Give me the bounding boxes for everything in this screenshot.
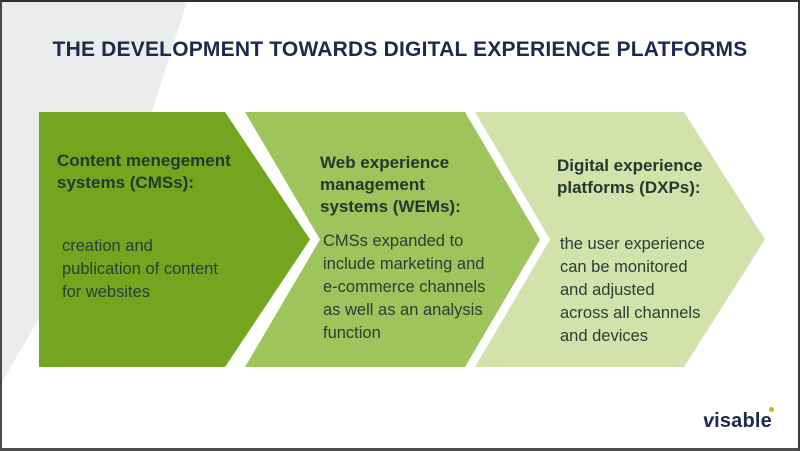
stage-wem-description: CMSs expanded to include marketing and e…	[323, 232, 486, 342]
logo-letter-v: v	[701, 410, 716, 432]
stage-dxp-heading: Digital experience platforms (DXPs):	[557, 156, 703, 197]
process-arrow-diagram: Content menegement systems (CMSs): creat…	[2, 112, 800, 367]
logo-text: isable	[714, 410, 772, 432]
logo-dot-icon	[769, 407, 774, 412]
stage-dxp-description: the user experience can be monitored and…	[560, 235, 705, 345]
stage-cms-description: creation and publication of content for …	[62, 237, 218, 301]
stage-wem-heading: Web experience management systems (WEMs)…	[320, 153, 461, 216]
stage-cms-heading: Content menegement systems (CMSs):	[57, 151, 231, 192]
page-title: THE DEVELOPMENT TOWARDS DIGITAL EXPERIEN…	[52, 38, 748, 61]
